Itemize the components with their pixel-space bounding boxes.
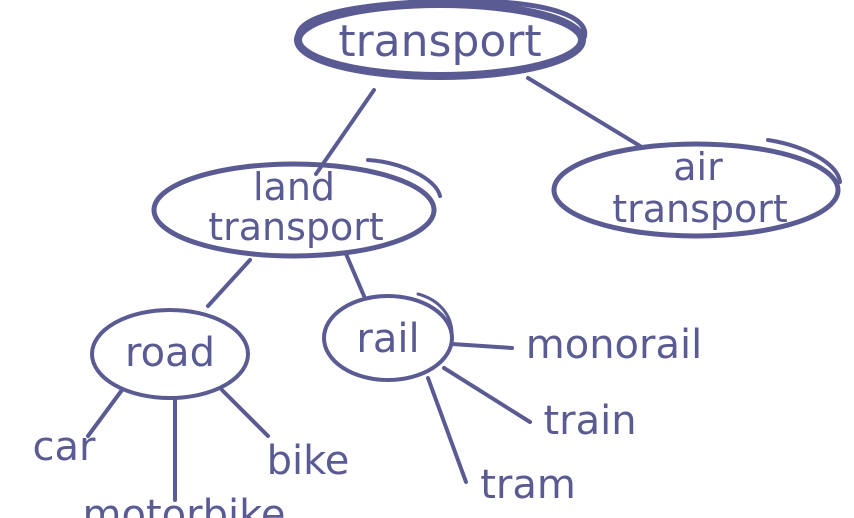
air-transport-oval [551,141,841,239]
air-transport-label-line2: transport [612,187,788,231]
air-transport-oval-overstroke [766,138,842,184]
connector-rail-train [442,366,532,424]
node-transport: transport [294,0,588,80]
land-transport-label-line1: land [253,165,335,209]
road-label: road [125,330,215,376]
connector-transport-air [526,76,642,148]
car-label: car [33,424,97,470]
connector-rail-tram [426,376,468,484]
bike-label: bike [267,438,350,484]
connector-road-bike [220,388,270,438]
transport-oval [294,0,586,80]
rail-oval [322,294,454,382]
land-transport-oval-overstroke [366,158,442,198]
motorbike-label: motorbike [83,492,286,518]
monorail-label: monorail [526,322,702,368]
tram-label: tram [480,462,576,508]
land-transport-label-line2: transport [208,205,384,249]
connector-road-car [86,388,124,438]
connector-land-rail [344,252,366,298]
node-rail: rail [322,292,454,382]
connector-transport-land [314,88,376,176]
connector-land-road [206,258,252,308]
land-transport-oval [151,161,437,259]
rail-oval-overstroke [416,292,454,336]
transport-oval-overstroke [295,0,588,41]
road-oval [90,308,250,400]
connector-rail-monorail [450,342,514,350]
transport-label: transport [338,16,541,67]
air-transport-label-line1: air [673,145,723,189]
connectors [86,76,642,502]
node-road: road [90,308,250,400]
node-air-transport: air transport [551,138,842,239]
node-land-transport: land transport [151,158,442,259]
rail-label: rail [356,316,419,362]
train-label: train [543,398,636,444]
